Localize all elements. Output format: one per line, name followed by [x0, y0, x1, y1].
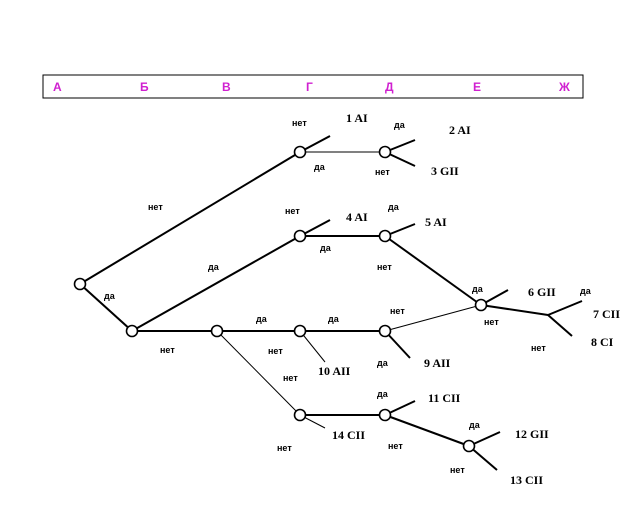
- edge-d3-e1: [384, 304, 482, 332]
- outcome-8: 8 CI: [591, 335, 614, 349]
- edge-a-g1: [79, 151, 301, 285]
- node-v: [210, 324, 224, 338]
- column-v: В: [222, 80, 231, 94]
- tree-nodes: [73, 145, 488, 453]
- answer-yes: да: [256, 314, 268, 324]
- column-b: Б: [140, 80, 149, 94]
- answer-yes: да: [208, 262, 220, 272]
- answer-no: нет: [283, 373, 298, 383]
- tree-edges: [79, 135, 583, 471]
- column-a: А: [53, 80, 62, 94]
- answer-yes: да: [320, 243, 332, 253]
- answer-labels: нет да да нет нет да да нет нет да да не…: [104, 118, 592, 475]
- outcome-6: 6 GII: [528, 285, 556, 299]
- answer-no: нет: [375, 167, 390, 177]
- node-b: [125, 324, 139, 338]
- column-d: Д: [385, 80, 394, 94]
- answer-yes: да: [377, 358, 389, 368]
- outcome-12: 12 GII: [515, 427, 549, 441]
- node-d1: [378, 145, 392, 159]
- answer-no: нет: [160, 345, 175, 355]
- edge-d4-e2: [384, 414, 470, 447]
- column-zh: Ж: [558, 80, 570, 94]
- outcome-5: 5 AI: [425, 215, 447, 229]
- answer-yes: да: [472, 284, 484, 294]
- outcome-10: 10 AII: [318, 364, 351, 378]
- answer-yes: да: [104, 291, 116, 301]
- answer-yes: да: [314, 162, 326, 172]
- outcome-9: 9 AII: [424, 356, 451, 370]
- outcome-7: 7 CII: [593, 307, 620, 321]
- node-g2: [293, 229, 307, 243]
- node-e2: [462, 439, 476, 453]
- answer-no: нет: [268, 346, 283, 356]
- answer-yes: да: [388, 202, 400, 212]
- node-g3: [293, 324, 307, 338]
- column-e: Е: [473, 80, 481, 94]
- edge-outcome-8: [547, 314, 573, 337]
- edge-v-g4: [216, 330, 301, 416]
- edge-b-g2: [131, 235, 301, 332]
- outcome-2: 2 AI: [449, 123, 471, 137]
- answer-no: нет: [277, 443, 292, 453]
- edge-outcome-7: [547, 300, 583, 316]
- outcome-14: 14 CII: [332, 428, 365, 442]
- answer-no: нет: [377, 262, 392, 272]
- answer-no: нет: [388, 441, 403, 451]
- answer-no: нет: [450, 465, 465, 475]
- node-g4: [293, 408, 307, 422]
- answer-yes: да: [469, 420, 481, 430]
- node-d3: [378, 324, 392, 338]
- outcome-13: 13 CII: [510, 473, 543, 487]
- answer-no: нет: [285, 206, 300, 216]
- answer-yes: да: [580, 286, 592, 296]
- node-d2: [378, 229, 392, 243]
- header-box: [42, 74, 584, 99]
- node-e1: [474, 298, 488, 312]
- outcome-11: 11 CII: [428, 391, 461, 405]
- outcome-4: 4 AI: [346, 210, 368, 224]
- edge-outcome-10: [299, 330, 326, 363]
- edge-a-b: [79, 283, 133, 332]
- answer-yes: да: [394, 120, 406, 130]
- edge-d2-e1: [384, 235, 482, 306]
- column-g: Г: [306, 80, 313, 94]
- node-a: [73, 277, 87, 291]
- outcome-1: 1 AI: [346, 111, 368, 125]
- answer-no: нет: [484, 317, 499, 327]
- answer-yes: да: [328, 314, 340, 324]
- edge-e1-fork: [480, 304, 549, 316]
- answer-no: нет: [292, 118, 307, 128]
- node-d4: [378, 408, 392, 422]
- answer-no: нет: [390, 306, 405, 316]
- answer-yes: да: [377, 389, 389, 399]
- answer-no: нет: [531, 343, 546, 353]
- outcome-labels: 1 AI 2 AI 3 GII 4 AI 5 AI 6 GII 7 CII 8 …: [318, 111, 620, 487]
- answer-no: нет: [148, 202, 163, 212]
- outcome-3: 3 GII: [431, 164, 459, 178]
- node-g1: [293, 145, 307, 159]
